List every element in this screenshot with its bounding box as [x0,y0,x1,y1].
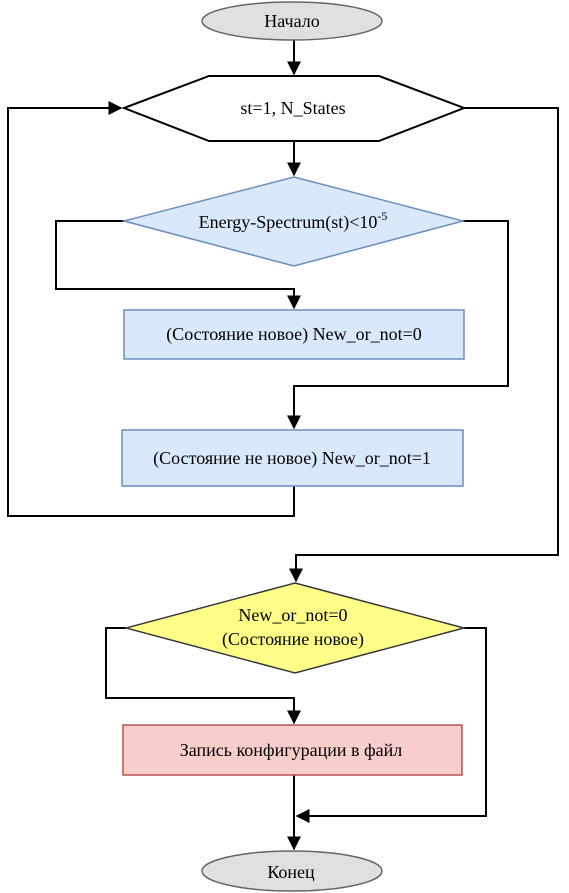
check-energy-label: Energy-Spectrum(st)<10-5 [199,209,388,233]
node-state-new[interactable]: (Состояние новое) New_or_not=0 [123,309,465,360]
write-config-shape [122,724,463,776]
edge-check-new-to-write-config [105,627,301,725]
node-end[interactable]: Конец [201,850,383,892]
state-not-new-label: (Состояние не новое) New_or_not=1 [153,448,431,469]
node-start[interactable]: Начало [201,1,383,41]
edge-loop-to-check-new [289,107,559,583]
node-check-energy[interactable]: Energy-Spectrum(st)<10-5 [121,176,466,267]
edge-state-not-new-to-loop [7,101,295,517]
state-new-label: (Состояние новое) New_or_not=0 [166,324,422,345]
loop-label: st=1, N_States [240,98,345,118]
state-new-shape [123,309,465,360]
check-new-label-line2: (Состояние новое) [222,629,364,650]
state-not-new-shape [121,429,464,487]
loop-shape [121,75,467,142]
start-label: Начало [264,11,319,31]
check-energy-label-exponent: -5 [377,209,387,223]
start-shape [201,1,383,41]
end-shape [201,850,383,892]
edge-check-new-to-end [295,627,487,823]
edge-check-energy-to-state-not-new [287,220,509,430]
edge-check-energy-to-state-new [55,220,301,310]
check-new-shape [123,582,467,674]
write-config-label: Запись конфигурации в файл [180,740,403,760]
check-energy-shape [121,176,466,267]
node-write-config[interactable]: Запись конфигурации в файл [122,724,463,776]
node-check-new[interactable]: New_or_not=0 (Состояние новое) [123,582,467,674]
node-state-not-new[interactable]: (Состояние не новое) New_or_not=1 [121,429,464,487]
check-new-label-line1: New_or_not=0 [238,605,347,625]
end-label: Конец [267,862,315,882]
edges [7,40,559,851]
node-loop[interactable]: st=1, N_States [121,75,467,142]
check-energy-label-main: Energy-Spectrum(st)<10 [199,212,378,233]
